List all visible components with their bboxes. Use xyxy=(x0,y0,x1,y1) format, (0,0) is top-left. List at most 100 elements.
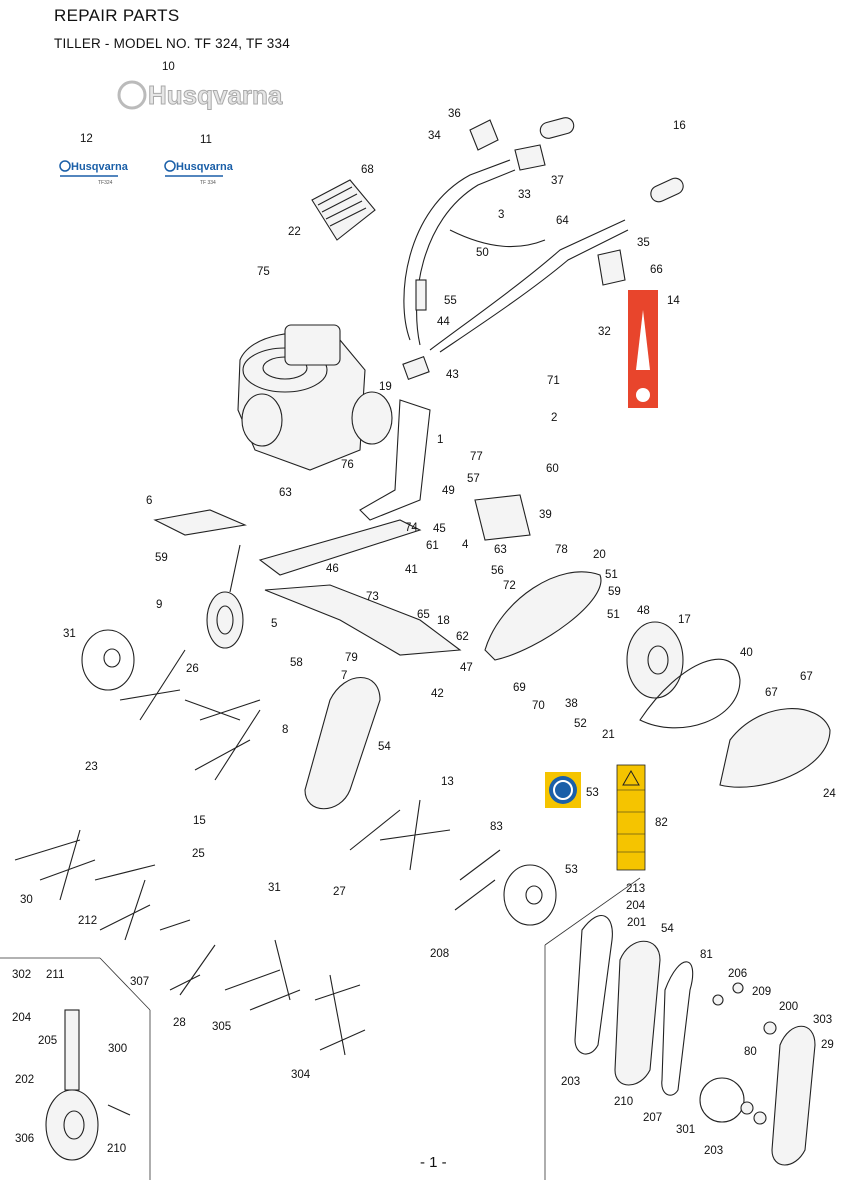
callout-41: 41 xyxy=(405,564,418,576)
callout-67b: 24 xyxy=(823,788,836,800)
callout-75: 75 xyxy=(257,266,270,278)
callout-203: 210 xyxy=(614,1096,633,1108)
callout-83: 31 xyxy=(268,882,281,894)
callout-64: 64 xyxy=(556,215,569,227)
page-title: REPAIR PARTS xyxy=(54,6,180,25)
callout-13: 53 xyxy=(586,787,599,799)
callout-59b: 59 xyxy=(608,586,621,598)
callout-211: 206 xyxy=(728,968,747,980)
callout-70: 38 xyxy=(565,698,578,710)
callout-59: 59 xyxy=(155,552,168,564)
callout-52: 21 xyxy=(602,729,615,741)
callout-53: 15 xyxy=(193,815,206,827)
callout-63: 63 xyxy=(279,487,292,499)
callout-72: 72 xyxy=(503,580,516,592)
page-subtitle: TILLER - MODEL NO. TF 324, TF 334 xyxy=(54,36,290,51)
decal-tf334-brand: Husqvarna xyxy=(176,161,234,173)
callout-68: 68 xyxy=(361,164,374,176)
callout-38: 52 xyxy=(574,718,587,730)
callout-18: 18 xyxy=(437,615,450,627)
drive-belt xyxy=(639,658,741,729)
callout-33: 33 xyxy=(518,189,531,201)
callout-61: 61 xyxy=(426,540,439,552)
callout-10: 10 xyxy=(162,61,175,73)
side-shield-right xyxy=(503,864,557,926)
callout-6: 6 xyxy=(146,495,152,507)
callout-66: 66 xyxy=(650,264,663,276)
callout-39: 39 xyxy=(539,509,552,521)
callout-30: 212 xyxy=(78,915,97,927)
callout-5: 5 xyxy=(271,618,277,630)
callout-26: 26 xyxy=(186,663,199,675)
callout-58: 58 xyxy=(290,657,303,669)
callout-8: 54 xyxy=(378,741,391,753)
callout-34: 34 xyxy=(428,130,441,142)
callout-37: 37 xyxy=(551,175,564,187)
decal-tf334: Husqvarna TF 334 xyxy=(164,160,234,186)
callout-31b: 53 xyxy=(565,864,578,876)
callout-28: 304 xyxy=(291,1069,311,1081)
callout-204: 201 xyxy=(627,917,646,929)
callout-82: 25 xyxy=(192,848,205,860)
callout-31: 31 xyxy=(63,628,76,640)
callout-53b: 27 xyxy=(333,886,346,898)
callout-51: 51 xyxy=(605,569,618,581)
page-number: - 1 - xyxy=(420,1154,447,1171)
callout-63b: 63 xyxy=(494,544,507,556)
callout-1: 1 xyxy=(437,434,443,446)
callout-27: 30 xyxy=(20,894,33,906)
chain-case xyxy=(304,676,381,810)
callout-12: 12 xyxy=(80,133,93,145)
callout-43: 43 xyxy=(446,369,459,381)
callout-67: 67 xyxy=(800,671,813,683)
callout-14: 14 xyxy=(667,295,680,307)
transport-wheel-inset xyxy=(0,957,151,1180)
callout-206: 209 xyxy=(752,986,771,998)
callout-210b: 203 xyxy=(704,1145,723,1157)
callout-208: 81 xyxy=(700,949,713,961)
air-grille xyxy=(311,179,376,241)
callout-24: 8 xyxy=(282,724,288,736)
callout-9: 9 xyxy=(156,599,162,611)
callout-labels: 10 12 11 36 34 16 37 33 68 3 64 22 50 35… xyxy=(12,61,836,1157)
callout-303: 204 xyxy=(12,1012,32,1024)
callout-40: 40 xyxy=(740,647,753,659)
callout-304: 202 xyxy=(15,1074,34,1086)
callout-45: 45 xyxy=(433,523,446,535)
callout-60: 60 xyxy=(546,463,559,475)
tiller-frame xyxy=(153,399,831,788)
callout-73: 73 xyxy=(366,591,379,603)
callout-54: 23 xyxy=(85,761,98,773)
callout-2: 2 xyxy=(551,412,557,424)
callout-210: 207 xyxy=(643,1112,662,1124)
decal-tf324-brand: Husqvarna xyxy=(71,161,129,173)
callout-212: 213 xyxy=(626,883,645,895)
callout-49: 49 xyxy=(442,485,455,497)
callout-32: 32 xyxy=(598,326,611,338)
callout-301: 306 xyxy=(15,1133,34,1145)
callout-17: 17 xyxy=(678,614,691,626)
pulley xyxy=(626,621,684,699)
callout-74: 74 xyxy=(405,522,418,534)
callout-201: 54 xyxy=(661,923,674,935)
callout-11: 11 xyxy=(200,134,212,146)
callout-302: 211 xyxy=(46,969,64,981)
callout-76: 76 xyxy=(341,459,354,471)
callout-16: 16 xyxy=(673,120,686,132)
callout-23: 13 xyxy=(441,776,454,788)
callout-205: 80 xyxy=(744,1046,757,1058)
callout-69: 70 xyxy=(532,700,545,712)
husqvarna-logo: Husqvarna xyxy=(117,80,283,111)
callout-209: 200 xyxy=(779,1001,798,1013)
callout-65: 65 xyxy=(417,609,430,621)
handlebar xyxy=(402,117,684,380)
callout-57: 57 xyxy=(467,473,480,485)
callout-306: 210 xyxy=(107,1143,126,1155)
caution-decal xyxy=(616,764,646,871)
logo-brand-text: Husqvarna xyxy=(148,80,283,110)
callout-62: 62 xyxy=(456,631,469,643)
callout-47: 47 xyxy=(460,662,473,674)
callout-44: 44 xyxy=(437,316,450,328)
side-shield-left xyxy=(81,629,135,691)
